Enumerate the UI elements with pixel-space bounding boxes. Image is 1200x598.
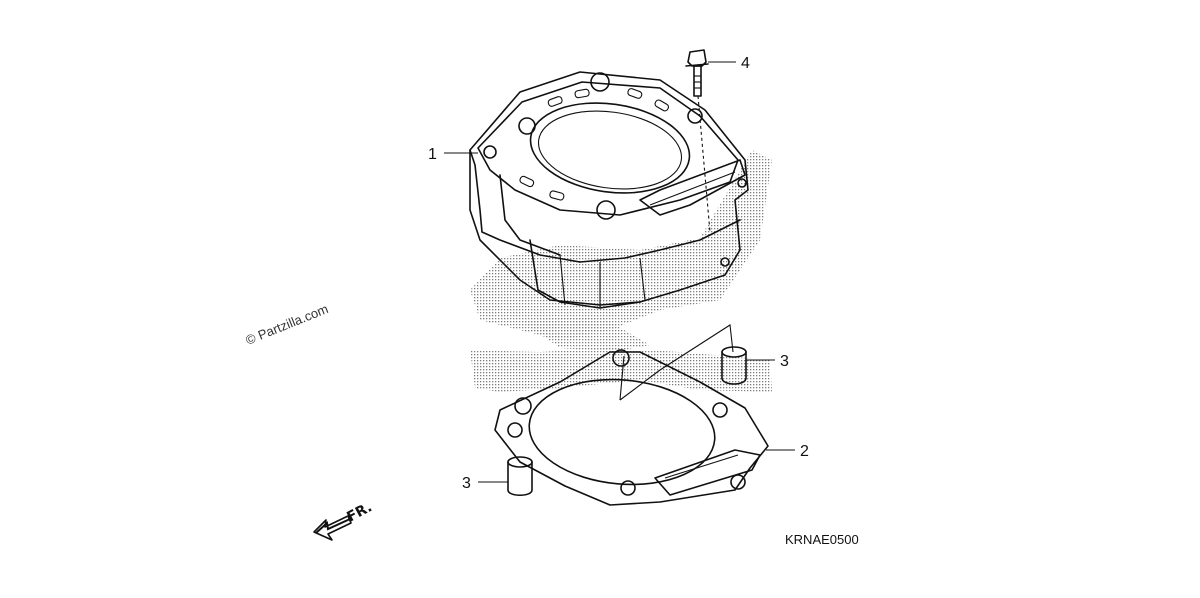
callout-1: 1 [428, 146, 437, 163]
callout-2: 2 [800, 443, 809, 460]
callout-4: 4 [741, 55, 750, 72]
callout-3-right: 3 [780, 353, 789, 370]
bolt-part[interactable] [685, 49, 711, 233]
locator-lines [619, 324, 734, 401]
leader-lines [444, 61, 795, 483]
watermark-text: © Partzilla.com [244, 301, 331, 348]
gasket-part[interactable] [494, 349, 769, 506]
front-direction-label: FR. [344, 499, 374, 525]
dowel-right-part[interactable] [721, 346, 747, 385]
cylinder-part[interactable] [469, 71, 749, 309]
dowel-left-part[interactable] [507, 456, 533, 497]
callout-3-left: 3 [462, 475, 471, 492]
diagram-code: KRNAE0500 [785, 532, 859, 547]
front-arrow-icon [313, 515, 352, 541]
